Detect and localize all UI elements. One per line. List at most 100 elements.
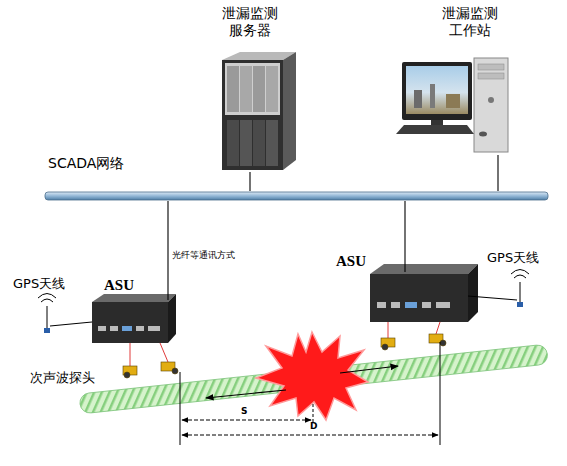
server-picture <box>253 66 265 112</box>
asu-device <box>391 302 400 308</box>
leak-burst <box>256 332 368 420</box>
server-node: 泄漏监测 服务器 <box>205 5 295 172</box>
infrasound-probe <box>382 344 388 350</box>
server-picture <box>283 52 296 170</box>
asu-device <box>92 294 176 343</box>
server-picture <box>266 66 278 112</box>
workstation-picture <box>478 64 504 70</box>
gps-antenna <box>468 296 517 300</box>
node-text: ASU <box>104 276 134 294</box>
workstation-picture <box>402 62 472 120</box>
connector-line <box>404 201 405 272</box>
server-picture <box>240 120 252 166</box>
workstation-picture <box>430 84 435 108</box>
server-picture <box>227 66 239 112</box>
probe-lead <box>130 322 440 366</box>
asu-device <box>136 326 144 331</box>
workstation-picture <box>488 97 494 103</box>
gps-antenna <box>50 322 92 326</box>
dimension-line <box>180 372 181 445</box>
asu-node: ASU <box>88 300 172 345</box>
workstation-picture <box>474 58 508 152</box>
probe-lead <box>130 343 131 366</box>
server-picture <box>227 120 239 166</box>
asu-device <box>370 274 468 322</box>
asu-device <box>422 302 431 308</box>
asu-device <box>405 302 417 308</box>
workstation-picture <box>478 73 504 79</box>
asu-device <box>122 326 132 331</box>
dimension-line <box>180 342 440 445</box>
callout-label: 次声波探头 <box>30 370 95 386</box>
asu-device <box>370 264 478 274</box>
infrasound-probe <box>440 340 446 346</box>
wave-arrow <box>206 366 398 398</box>
callout-label: S <box>241 406 247 417</box>
workstation-picture <box>479 132 487 137</box>
gps-antenna <box>520 282 521 304</box>
asu-device <box>168 294 176 343</box>
connector-line <box>167 201 168 300</box>
node-text: SCADA网络 <box>48 155 124 172</box>
workstation-picture <box>396 125 474 134</box>
gps-antenna <box>38 270 529 331</box>
server-picture <box>222 52 296 170</box>
network-bus <box>45 192 548 200</box>
node-text: 泄漏监测 服务器 <box>220 5 280 39</box>
asu-device <box>92 294 176 302</box>
probe-lead <box>160 343 168 362</box>
infrasound-probe <box>124 372 130 378</box>
workstation-node: 泄漏监测 工作站 <box>410 5 530 155</box>
leak-burst <box>256 332 368 420</box>
workstation-picture <box>446 94 460 108</box>
workstation-picture <box>414 90 422 108</box>
server-picture <box>240 66 252 112</box>
asu-device <box>98 326 106 331</box>
server-picture <box>253 120 265 166</box>
asu-device <box>110 326 118 331</box>
infrasound-probe <box>172 368 178 374</box>
server-picture <box>222 52 296 60</box>
server-picture <box>266 120 278 166</box>
connector-line <box>497 155 498 191</box>
asu-device <box>377 302 386 308</box>
network-bus <box>45 192 548 200</box>
workstation-picture <box>406 66 468 114</box>
node-text: 泄漏监测 工作站 <box>440 5 500 39</box>
network-bus-node: SCADA网络 <box>45 191 548 201</box>
asu-device <box>148 326 160 331</box>
gps-antenna <box>47 306 48 330</box>
workstation-picture <box>396 58 508 152</box>
gps-base <box>44 328 50 333</box>
asu-device <box>468 264 478 322</box>
asu-device <box>370 264 478 322</box>
edge-label: 光纤等通讯方式 <box>172 250 235 261</box>
gps-base <box>517 302 523 307</box>
callout-label: D <box>310 421 317 432</box>
asu-device <box>92 302 168 343</box>
server-picture <box>222 60 283 170</box>
callout-label: GPS天线 <box>487 250 539 266</box>
dimension-line <box>182 420 311 421</box>
dimension-line <box>182 435 438 436</box>
infrasound-probe <box>123 334 446 378</box>
dimension-line <box>440 342 441 445</box>
wave-arrow <box>340 366 398 373</box>
connector-line <box>249 172 250 191</box>
asu-device <box>436 302 450 308</box>
probe-lead <box>388 322 389 338</box>
server-picture <box>225 63 280 115</box>
asu-node: ASU <box>368 272 470 324</box>
gps-antenna <box>511 270 529 279</box>
workstation-picture <box>431 120 443 125</box>
probe-lead <box>436 322 440 334</box>
wave-arrow <box>206 390 286 398</box>
node-text: ASU <box>336 252 366 270</box>
gps-antenna <box>38 294 56 303</box>
gps-base <box>44 302 523 333</box>
